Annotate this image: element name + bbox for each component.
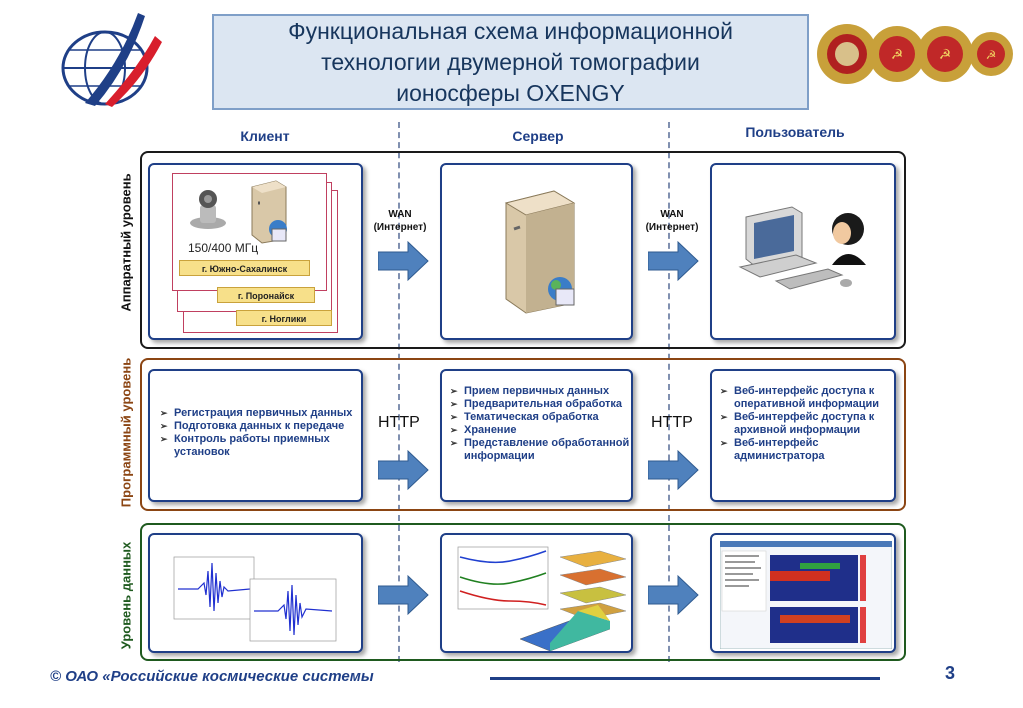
page-number: 3 bbox=[945, 663, 956, 683]
client-data-panel bbox=[148, 533, 363, 653]
separator-client-server bbox=[398, 122, 400, 662]
arrow-right-icon bbox=[378, 240, 429, 282]
user-hardware-panel bbox=[710, 163, 896, 340]
column-header-client: Клиент bbox=[240, 128, 290, 144]
level-label-data: Уровень данных bbox=[118, 541, 134, 650]
arrow-right-icon bbox=[648, 240, 699, 282]
client-hardware-panel: 150/400 МГц г. Южно-Сахалинск г. Поронай… bbox=[148, 163, 363, 340]
processed-data-plots-icon bbox=[457, 546, 627, 651]
client-software-list: Регистрация первичных данных Подготовка … bbox=[160, 407, 360, 459]
arrow-right-icon bbox=[648, 449, 699, 491]
data-level-band bbox=[140, 523, 906, 661]
footer-divider bbox=[490, 677, 880, 680]
city-badge-yuzhno-sakhalinsk: г. Южно-Сахалинск bbox=[179, 260, 310, 276]
list-item: Тематическая обработка bbox=[450, 411, 630, 424]
server-software-panel: Прием первичных данных Предварительная о… bbox=[440, 369, 633, 502]
list-item: Представление обработанной информации bbox=[450, 437, 630, 463]
list-item: Предварительная обработка bbox=[450, 398, 630, 411]
hardware-level-band bbox=[140, 151, 906, 349]
list-item: Веб-интерфейс администратора bbox=[720, 437, 895, 463]
column-header-server: Сервер bbox=[512, 128, 564, 144]
order-medals: ☭ ☭ ☭ bbox=[815, 14, 1015, 94]
list-item: Веб-интерфейс доступа к оперативной инфо… bbox=[720, 385, 895, 411]
user-computer-icon bbox=[738, 206, 866, 290]
receiver-antenna-icon bbox=[190, 190, 226, 229]
frequency-label: 150/400 МГц bbox=[188, 241, 259, 255]
raw-signal-plot-icon bbox=[173, 556, 337, 642]
separator-server-user bbox=[668, 122, 670, 662]
software-level-band bbox=[140, 358, 906, 511]
footer-copyright: © ОАО «Российские космические системы bbox=[50, 668, 374, 685]
client-software-panel: Регистрация первичных данных Подготовка … bbox=[148, 369, 363, 502]
city-badge-poronaysk: г. Поронайск bbox=[217, 287, 315, 303]
user-software-list: Веб-интерфейс доступа к оперативной инфо… bbox=[720, 385, 895, 463]
svg-text:☭: ☭ bbox=[891, 47, 904, 63]
svg-text:☭: ☭ bbox=[986, 48, 997, 62]
arrow-right-icon bbox=[378, 449, 429, 491]
wan-label-2: WAN (Интернет) bbox=[645, 209, 699, 233]
list-item: Прием первичных данных bbox=[450, 385, 630, 398]
server-hardware-panel bbox=[440, 163, 633, 340]
satellite-logo-icon bbox=[61, 13, 162, 107]
server-icon bbox=[504, 190, 576, 314]
level-label-hardware: Аппаратный уровень bbox=[118, 173, 134, 312]
title-box: Функциональная схема информационной техн… bbox=[212, 14, 809, 110]
list-item: Контроль работы приемных установок bbox=[160, 433, 360, 459]
list-item: Регистрация первичных данных bbox=[160, 407, 360, 420]
list-item: Веб-интерфейс доступа к архивной информа… bbox=[720, 411, 895, 437]
http-label-2: HTTP bbox=[651, 414, 693, 431]
order-medals-icon: ☭ ☭ ☭ bbox=[817, 24, 1013, 84]
column-header-user: Пользователь bbox=[745, 124, 845, 140]
server-icon bbox=[251, 180, 287, 244]
wan-label-1: WAN (Интернет) bbox=[373, 209, 427, 233]
web-interface-screenshot-icon bbox=[720, 541, 892, 649]
company-logo bbox=[50, 8, 170, 108]
svg-text:☭: ☭ bbox=[939, 47, 952, 63]
list-item: Подготовка данных к передаче bbox=[160, 420, 360, 433]
arrow-right-icon bbox=[378, 574, 429, 616]
server-software-list: Прием первичных данных Предварительная о… bbox=[450, 385, 630, 463]
city-badge-nogliki: г. Ноглики bbox=[236, 310, 332, 326]
level-label-software: Программный уровень bbox=[118, 357, 134, 508]
list-item: Хранение bbox=[450, 424, 630, 437]
user-data-panel bbox=[710, 533, 896, 653]
server-data-panel bbox=[440, 533, 633, 653]
page-title: Функциональная схема информационной техн… bbox=[288, 17, 733, 106]
http-label-1: HTTP bbox=[378, 414, 420, 431]
user-software-panel: Веб-интерфейс доступа к оперативной инфо… bbox=[710, 369, 896, 502]
arrow-right-icon bbox=[648, 574, 699, 616]
